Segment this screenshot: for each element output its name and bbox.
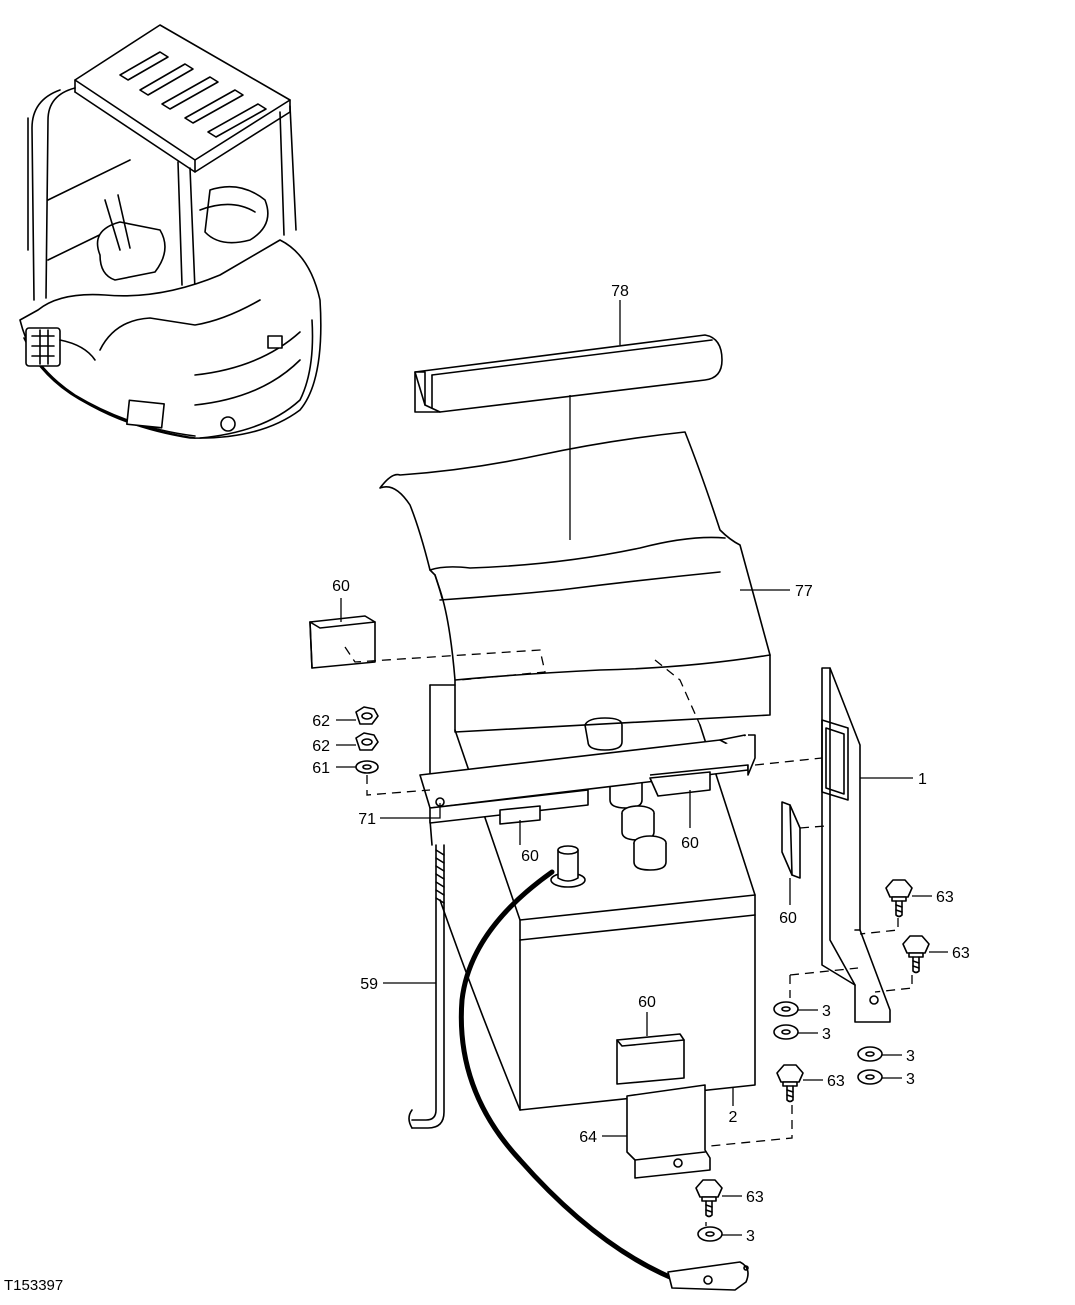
washer-3-b bbox=[773, 1024, 799, 1040]
pad-60-side bbox=[781, 801, 801, 879]
bracket-1 bbox=[821, 667, 891, 1023]
callout-60-clamp-right: 60 bbox=[681, 835, 699, 852]
callout-60-top: 60 bbox=[332, 578, 350, 595]
callout-60-clamp-left: 60 bbox=[521, 848, 539, 865]
callout-labels: 78 77 60 62 62 61 71 60 60 1 60 63 63 59… bbox=[312, 283, 970, 1245]
callout-63-a: 63 bbox=[936, 889, 954, 906]
washer-3-d bbox=[857, 1069, 883, 1085]
bolt-63-a bbox=[885, 879, 913, 918]
battery-cable bbox=[458, 869, 675, 1281]
callout-63-d: 63 bbox=[746, 1189, 764, 1206]
nut-62-upper bbox=[355, 706, 379, 725]
figure-id: T153397 bbox=[4, 1277, 63, 1294]
callout-77: 77 bbox=[795, 583, 813, 600]
callout-3-e: 3 bbox=[746, 1228, 755, 1245]
pad-60-front bbox=[616, 1033, 685, 1085]
callout-62-upper: 62 bbox=[312, 713, 330, 730]
machine-overview bbox=[19, 24, 322, 439]
callout-63-b: 63 bbox=[952, 945, 970, 962]
leader-lines bbox=[336, 300, 948, 1236]
edge-trim-78 bbox=[414, 334, 723, 413]
callout-3-d: 3 bbox=[906, 1071, 915, 1088]
callout-60-side: 60 bbox=[779, 910, 797, 927]
callout-3-a: 3 bbox=[822, 1003, 831, 1020]
callout-3-b: 3 bbox=[822, 1026, 831, 1043]
washer-3-e bbox=[697, 1226, 723, 1242]
callout-60-front: 60 bbox=[638, 994, 656, 1011]
callout-2: 2 bbox=[729, 1109, 738, 1126]
pad-60-top bbox=[309, 615, 376, 669]
j-bolt-59 bbox=[408, 844, 445, 1129]
callout-61: 61 bbox=[312, 760, 330, 777]
bolt-63-c bbox=[776, 1064, 804, 1103]
clamp-64 bbox=[626, 1084, 711, 1179]
callout-63-c: 63 bbox=[827, 1073, 845, 1090]
battery-mat-77 bbox=[379, 431, 771, 733]
assembly-lines bbox=[344, 646, 913, 1226]
washer-3-a bbox=[773, 1001, 799, 1017]
washer-3-c bbox=[857, 1046, 883, 1062]
callout-59: 59 bbox=[360, 976, 378, 993]
bolt-63-d bbox=[695, 1179, 723, 1218]
nut-62-lower bbox=[355, 732, 379, 751]
callout-62-lower: 62 bbox=[312, 738, 330, 755]
callout-1: 1 bbox=[918, 771, 927, 788]
callout-78: 78 bbox=[611, 283, 629, 300]
bolt-63-b bbox=[902, 935, 930, 974]
washer-61 bbox=[355, 760, 379, 774]
callout-71: 71 bbox=[358, 811, 376, 828]
hold-down-clamp-71 bbox=[419, 734, 756, 825]
callout-64: 64 bbox=[579, 1129, 597, 1146]
callout-3-c: 3 bbox=[906, 1048, 915, 1065]
